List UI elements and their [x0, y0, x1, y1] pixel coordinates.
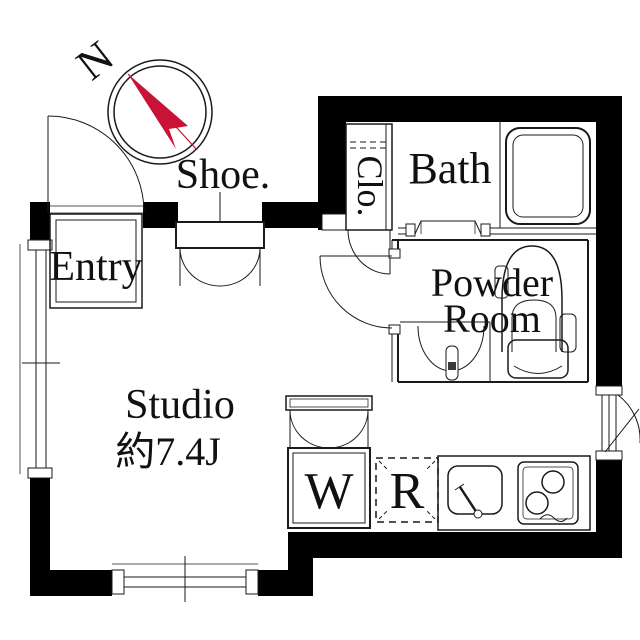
wall-end-cap	[321, 213, 347, 231]
left-window	[19, 239, 60, 479]
closet: Clo.	[345, 123, 393, 275]
outer-walls	[30, 96, 622, 596]
shoe-cabinet: Shoe.	[175, 152, 271, 287]
side-door	[595, 385, 640, 461]
studio-size-label: 約7.4J	[115, 429, 221, 474]
powder-room-label-line1: Powder	[431, 260, 553, 305]
washer-unit: W	[285, 395, 373, 529]
bottom-window	[111, 556, 259, 602]
toilet-icon	[494, 245, 577, 379]
refrigerator-label: R	[390, 463, 425, 520]
kitchen-counter	[437, 455, 591, 531]
bathtub-icon	[505, 127, 591, 225]
powder-room: Powder Room	[319, 239, 589, 383]
studio-label: Studio	[125, 382, 235, 428]
entry-area: Entry	[48, 205, 143, 309]
kitchen-sink-icon	[447, 465, 503, 519]
powder-room-label-line2: Room	[443, 296, 541, 341]
bath-room: Bath	[398, 122, 596, 237]
washer-label: W	[304, 463, 353, 520]
bath-door-threshold	[414, 220, 482, 235]
bath-label: Bath	[408, 144, 491, 193]
shoe-cabinet-label: Shoe.	[176, 152, 271, 198]
studio-room: Studio 約7.4J	[115, 382, 235, 474]
entry-label: Entry	[49, 244, 142, 290]
closet-label: Clo.	[350, 155, 390, 216]
compass-needle	[128, 74, 188, 149]
refrigerator-space: R	[375, 457, 439, 523]
washbasin-icon	[417, 325, 485, 381]
stove-icon	[517, 461, 579, 525]
powder-room-door	[319, 255, 393, 329]
entry-door	[47, 115, 145, 213]
